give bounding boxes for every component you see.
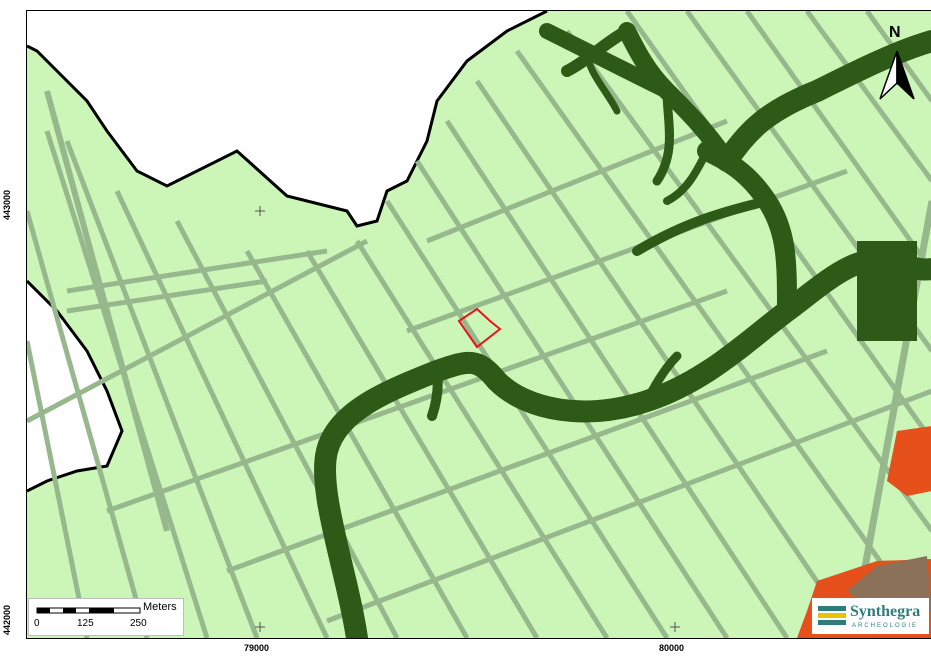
scale-label-125: 125 [77,618,94,629]
scale-unit: Meters [143,601,177,613]
north-arrow-icon [879,50,915,100]
x-tick-80000: 80000 [659,643,685,653]
scale-label-250: 250 [130,618,147,629]
scale-label-0: 0 [34,618,40,629]
channel-network [313,22,931,638]
channel-pond [857,241,917,341]
map-canvas[interactable] [27,11,931,638]
y-tick-443000: 443000 [2,190,12,221]
orange-unit-north [887,426,931,496]
map-frame[interactable] [26,10,931,639]
logo-mark-icon [818,606,846,625]
y-tick-442000: 442000 [2,605,12,636]
logo-name: Synthegra [850,603,921,620]
x-tick-79000: 79000 [244,643,270,653]
synthegra-logo: Synthegra ARCHEOLOGIE [812,598,929,634]
site-outline[interactable] [457,307,502,349]
logo-subtitle: ARCHEOLOGIE [852,623,919,629]
grid-crosses [255,206,680,632]
scale-bar: Meters 0 125 250 [28,598,184,636]
north-label: N [889,24,901,41]
ditch-network [27,11,931,638]
boundary-line [27,11,548,228]
scale-bar-graphic [36,607,141,614]
